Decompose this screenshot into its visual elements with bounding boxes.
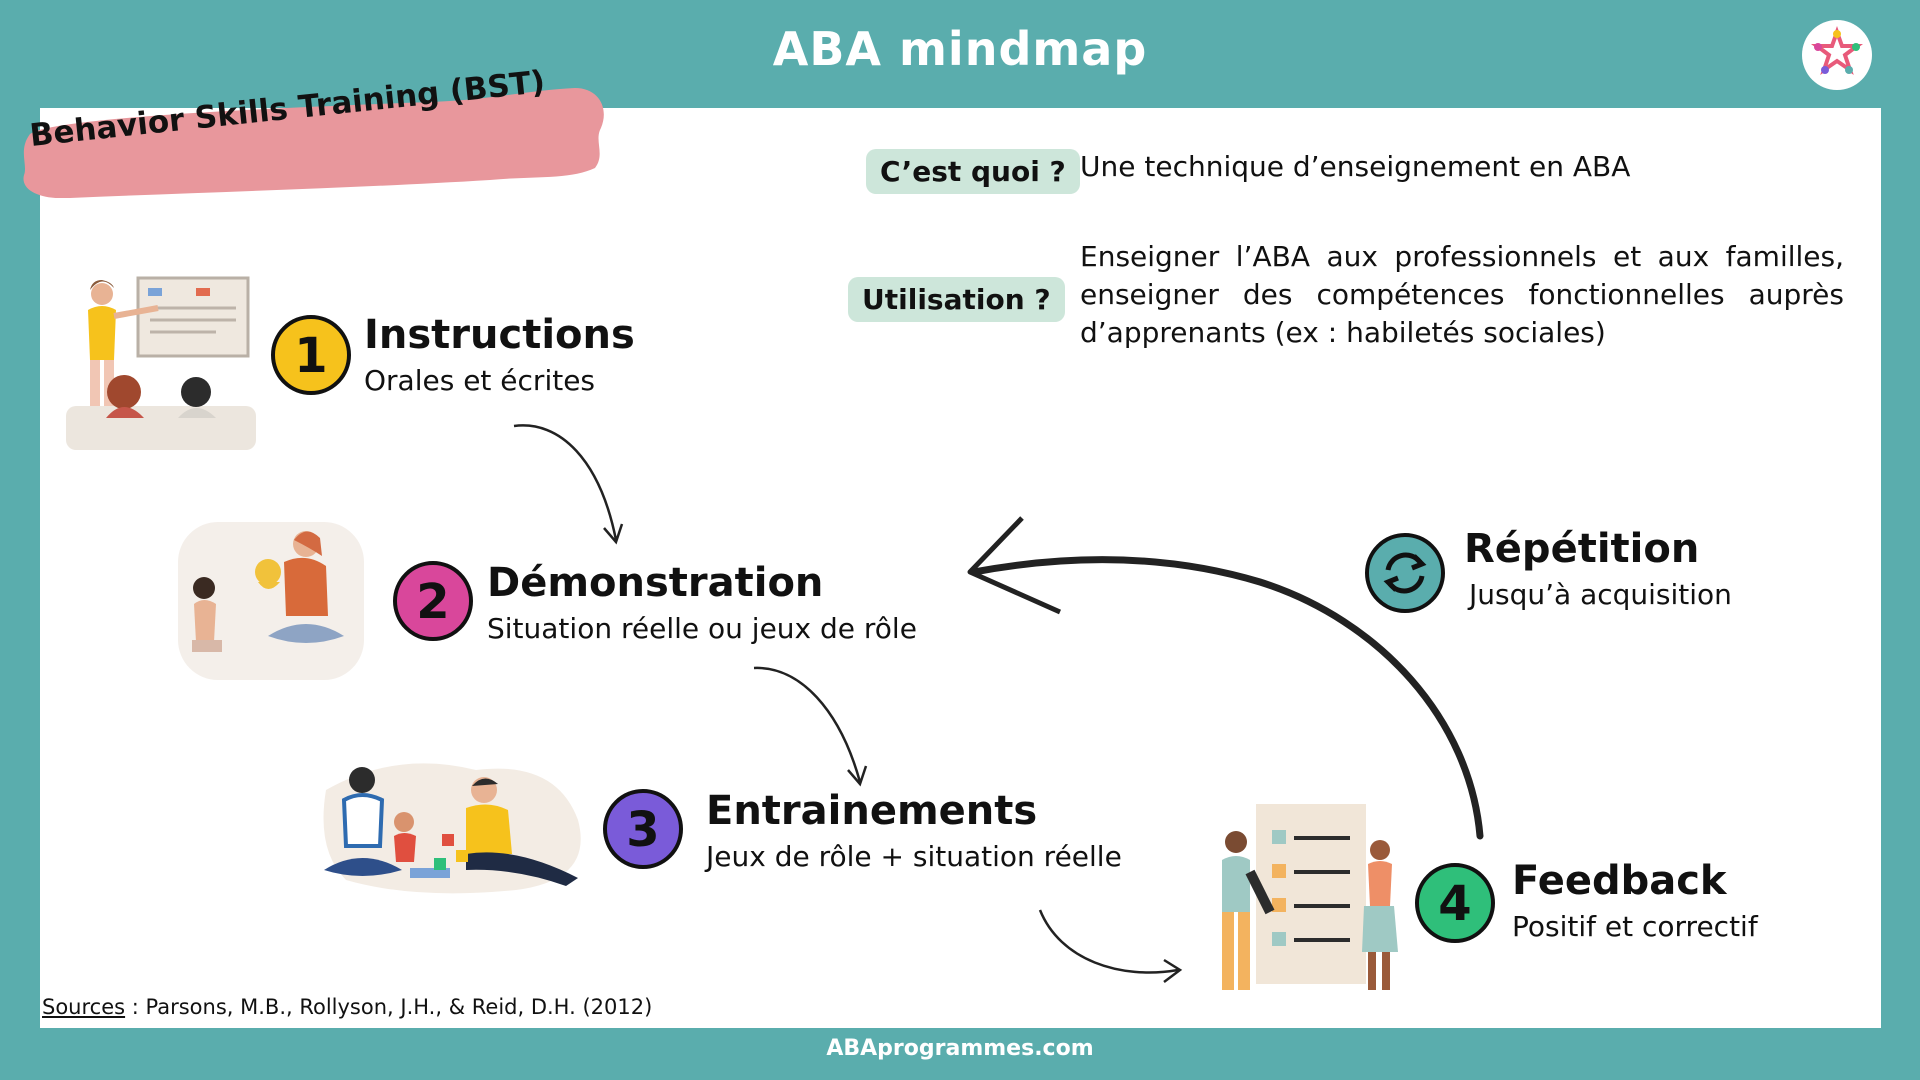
repetition-subtitle: Jusqu’à acquisition — [1469, 578, 1732, 611]
step-3-title: Entrainements — [706, 788, 1038, 834]
step-3-number-circle: 3 — [603, 789, 683, 869]
step-1-number-circle: 1 — [271, 315, 351, 395]
usage-question-tag: Utilisation ? — [848, 277, 1065, 322]
mother-child-play-illustration — [178, 522, 364, 680]
step-4-number: 4 — [1438, 876, 1471, 932]
family-playing-blocks-illustration — [323, 763, 581, 894]
step-2-number: 2 — [416, 574, 449, 630]
footer-website[interactable]: ABAprogrammes.com — [826, 1036, 1094, 1061]
step-2-number-circle: 2 — [393, 561, 473, 641]
definition-answer: Une technique d’enseignement en ABA — [1080, 150, 1631, 183]
sources-text: : Parsons, M.B., Rollyson, J.H., & Reid,… — [125, 995, 653, 1019]
step-1-title: Instructions — [364, 312, 635, 358]
sources: Sources : Parsons, M.B., Rollyson, J.H.,… — [42, 995, 652, 1019]
definition-question-tag: C’est quoi ? — [866, 149, 1080, 194]
step-1-number: 1 — [294, 328, 327, 384]
refresh-cycle-icon — [1365, 533, 1445, 613]
step-4-title: Feedback — [1512, 858, 1727, 904]
repetition-title: Répétition — [1464, 526, 1700, 572]
step-3-subtitle: Jeux de rôle + situation réelle — [706, 840, 1122, 873]
bst-banner-shape — [23, 88, 604, 198]
teacher-classroom-illustration — [66, 276, 256, 450]
header-title: ABA mindmap — [772, 22, 1148, 76]
step-2-title: Démonstration — [487, 560, 824, 606]
step-2-subtitle: Situation réelle ou jeux de rôle — [487, 612, 917, 645]
step-4-subtitle: Positif et correctif — [1512, 910, 1758, 943]
usage-answer: Enseigner l’ABA aux professionnels et au… — [1080, 240, 1844, 349]
step-4-number-circle: 4 — [1415, 863, 1495, 943]
step-3-number: 3 — [626, 802, 659, 858]
step-1-subtitle: Orales et écrites — [364, 364, 596, 397]
sources-label: Sources — [42, 995, 126, 1019]
aba-programmes-logo-icon — [1802, 20, 1872, 90]
checklist-discussion-illustration — [1222, 804, 1398, 990]
